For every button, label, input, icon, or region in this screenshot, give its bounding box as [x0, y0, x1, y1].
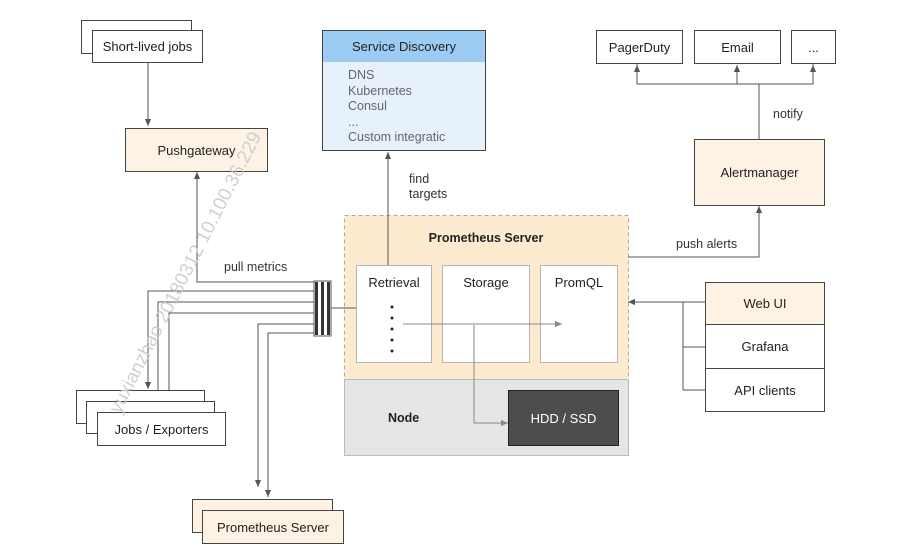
- prometheus-server-title: Prometheus Server: [428, 231, 544, 245]
- alertmanager-label: Alertmanager: [720, 165, 799, 180]
- retrieval-label: Retrieval: [368, 275, 420, 290]
- storage-label: Storage: [463, 275, 509, 290]
- service-discovery-item: Custom integratic: [348, 130, 486, 146]
- more-receivers-label: ...: [808, 39, 819, 55]
- pushgateway-box[interactable]: Pushgateway: [125, 128, 268, 172]
- grafana-label: Grafana: [741, 339, 789, 354]
- service-discovery-title: Service Discovery: [351, 39, 457, 54]
- pagerduty-box[interactable]: PagerDuty: [596, 30, 683, 64]
- web-ui-label: Web UI: [743, 296, 787, 311]
- email-label: Email: [721, 39, 754, 55]
- jobs-exporters-label: Jobs / Exporters: [114, 421, 209, 437]
- retrieval-box[interactable]: Retrieval: [356, 265, 432, 363]
- promql-box[interactable]: PromQL: [540, 265, 618, 363]
- web-ui-box[interactable]: Web UI: [705, 282, 825, 325]
- scrape-bar: [313, 280, 332, 337]
- federated-prometheus-box[interactable]: Prometheus Server: [202, 510, 344, 544]
- hdd-ssd-label: HDD / SSD: [530, 410, 597, 426]
- email-box[interactable]: Email: [694, 30, 781, 64]
- find-targets-label-2: targets: [409, 187, 448, 201]
- alertmanager-box[interactable]: Alertmanager: [694, 139, 825, 206]
- federated-prometheus-label: Prometheus Server: [217, 519, 329, 535]
- service-discovery-item: Consul: [348, 99, 486, 115]
- service-discovery-item: ...: [348, 115, 486, 131]
- promql-label: PromQL: [554, 275, 604, 290]
- pagerduty-label: PagerDuty: [608, 39, 671, 55]
- pull-metrics-label: pull metrics: [224, 260, 288, 274]
- edge-pull-exporters-1: [144, 290, 315, 389]
- api-clients-label: API clients: [734, 382, 796, 398]
- edge-notify-fan: [636, 64, 814, 85]
- edge-pull-exporters-2: [154, 301, 315, 400]
- push-alerts-label: push alerts: [676, 237, 738, 251]
- edge-pull-federation-1: [254, 323, 315, 487]
- pushgateway-label: Pushgateway: [157, 142, 236, 158]
- edge-pull-exporters-3: [165, 312, 315, 410]
- service-discovery-header[interactable]: Service Discovery: [322, 30, 486, 63]
- notify-label: notify: [773, 107, 803, 121]
- short-lived-jobs-box[interactable]: Short-lived jobs: [92, 30, 203, 63]
- service-discovery-body: [322, 62, 486, 151]
- jobs-exporters-box[interactable]: Jobs / Exporters: [97, 412, 226, 446]
- edge-pull-federation-2: [264, 332, 315, 497]
- service-discovery-item: Kubernetes: [348, 84, 486, 100]
- service-discovery-list: DNSKubernetesConsul...Custom integratic: [322, 62, 486, 150]
- api-clients-box[interactable]: API clients: [705, 368, 825, 412]
- node-label: Node: [388, 411, 420, 425]
- hdd-ssd-box[interactable]: HDD / SSD: [508, 390, 619, 446]
- grafana-box[interactable]: Grafana: [705, 324, 825, 369]
- service-discovery-item: DNS: [348, 68, 486, 84]
- edge-pull-pushgateway: [193, 172, 315, 283]
- more-receivers-box[interactable]: ...: [791, 30, 836, 64]
- edge-push-alerts: [628, 206, 763, 258]
- find-targets-label-1: find: [409, 172, 430, 186]
- short-lived-jobs-label: Short-lived jobs: [102, 39, 193, 54]
- storage-box[interactable]: Storage: [442, 265, 530, 363]
